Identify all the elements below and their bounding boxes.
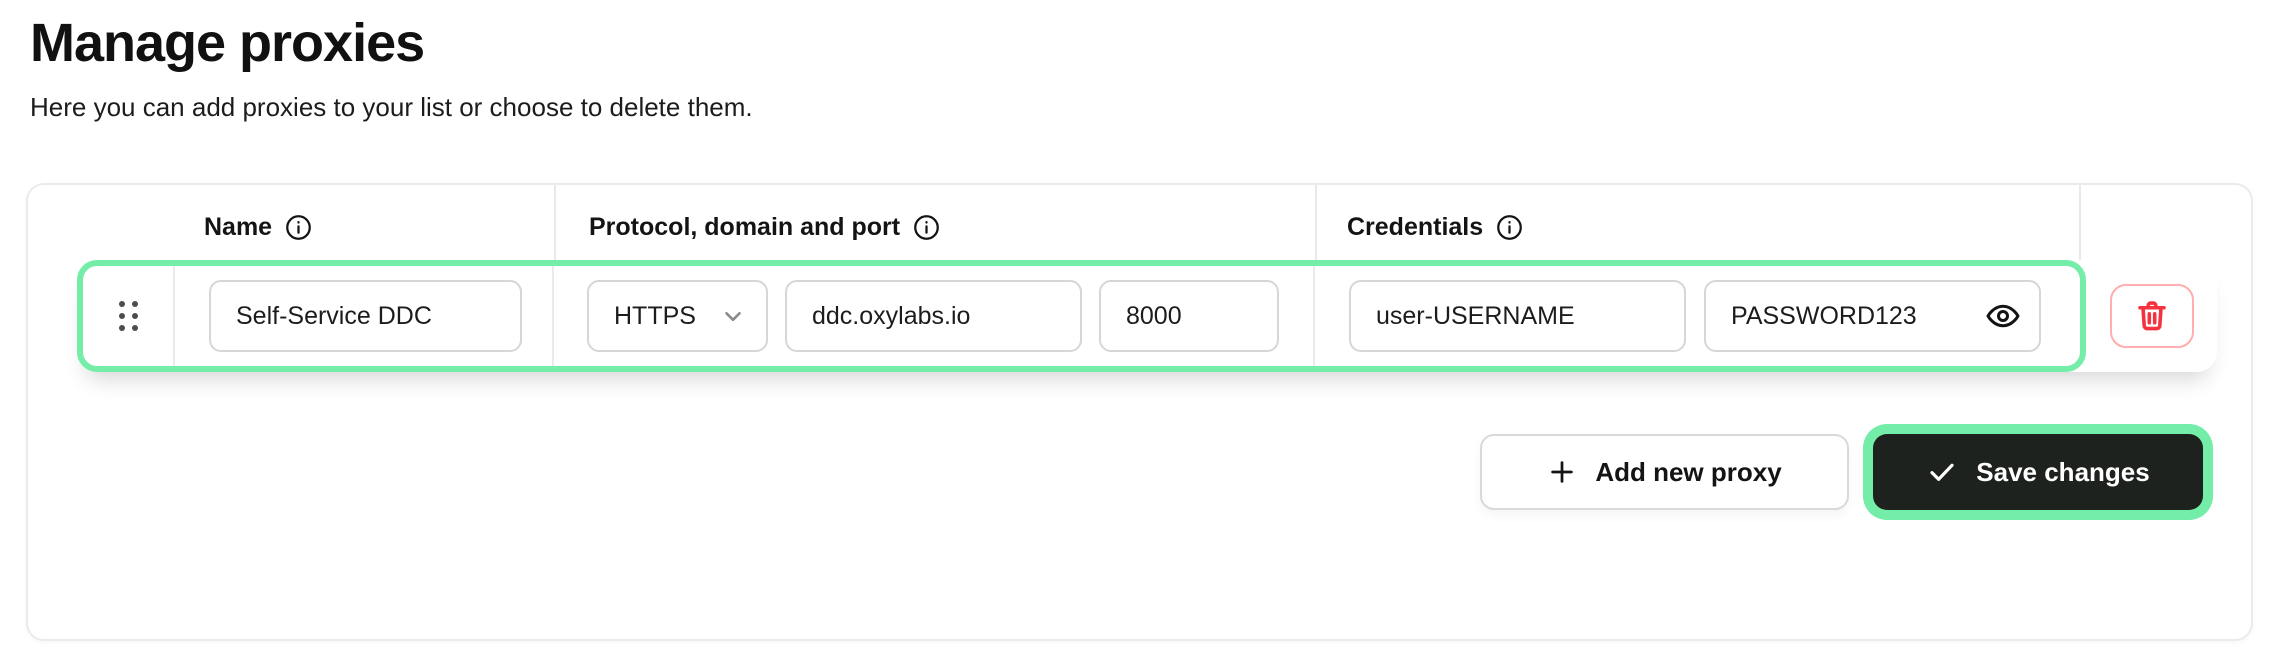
column-header-protocol: Protocol, domain and port [589,211,940,243]
row-protocol-cell: HTTPS [554,266,1315,366]
chevron-down-icon [720,303,746,329]
proxy-name-input[interactable] [209,280,522,352]
column-header-credentials: Credentials [1347,211,1523,243]
domain-input[interactable] [785,280,1082,352]
save-changes-button[interactable]: Save changes [1873,434,2203,510]
row-delete-cell [2086,260,2217,372]
delete-proxy-button[interactable] [2109,284,2194,348]
column-header-name: Name [204,211,312,243]
protocol-select-value: HTTPS [614,301,696,330]
column-header-name-label: Name [204,212,273,241]
port-input[interactable] [1099,280,1279,352]
password-input[interactable] [1704,280,2041,352]
row-name-cell [175,266,554,366]
info-circle-icon[interactable] [913,214,940,241]
protocol-select[interactable]: HTTPS [587,280,768,352]
save-changes-label: Save changes [1976,456,2150,487]
add-new-proxy-label: Add new proxy [1595,456,1782,487]
page-title: Manage proxies [30,13,425,73]
info-circle-icon[interactable] [285,214,312,241]
add-new-proxy-button[interactable]: Add new proxy [1480,434,1849,510]
password-field-wrap [1704,280,2041,352]
proxy-table-card: Name Protocol, domain and port Credentia… [26,183,2253,641]
eye-icon [1985,298,2021,334]
row-credentials-cell [1315,266,2080,366]
info-circle-icon[interactable] [1496,214,1523,241]
check-icon [1926,456,1958,488]
plus-icon [1547,457,1577,487]
username-input[interactable] [1349,280,1686,352]
column-header-protocol-label: Protocol, domain and port [589,212,901,241]
row-drag-cell [83,266,175,366]
page-subtitle: Here you can add proxies to your list or… [30,92,753,122]
row-highlight-ring: HTTPS [77,260,2086,372]
drag-handle-dots-icon[interactable] [118,301,138,331]
trash-icon [2134,298,2170,334]
table-row: HTTPS [77,260,2217,372]
column-header-credentials-label: Credentials [1347,212,1484,241]
password-visibility-toggle[interactable] [1983,296,2023,336]
